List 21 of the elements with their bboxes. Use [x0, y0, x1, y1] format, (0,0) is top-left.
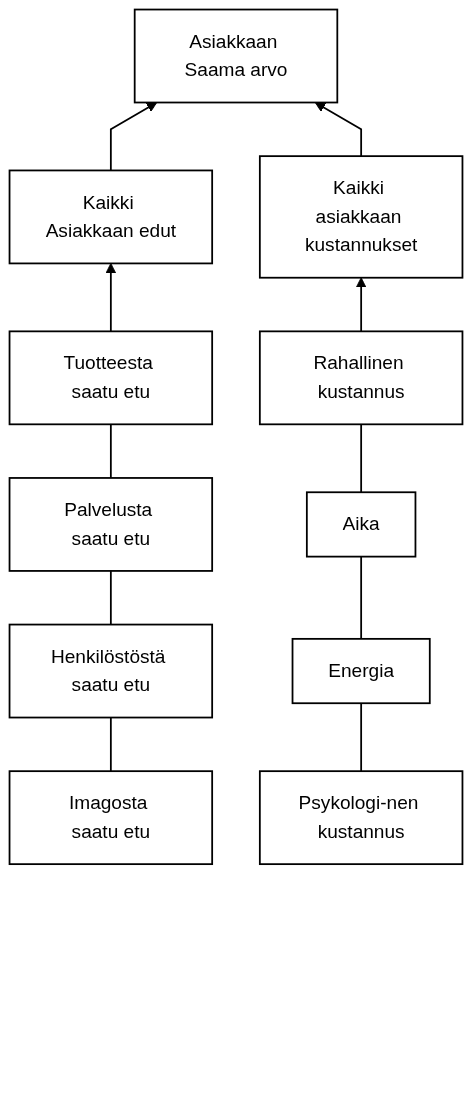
node-box: Tuotteesta saatu etu — [8, 330, 214, 426]
connector — [109, 570, 112, 626]
connector — [109, 423, 112, 479]
connector — [360, 555, 363, 640]
connector — [360, 702, 363, 773]
node-box: Henkilöstöstä saatu etu — [8, 623, 214, 719]
arrow — [109, 102, 158, 172]
node-box: Aika — [305, 491, 417, 558]
connector — [360, 423, 363, 494]
node-box: Palvelusta saatu etu — [8, 477, 214, 572]
node-box: Psykologi-nen kustannus — [258, 770, 464, 866]
arrow — [105, 262, 117, 333]
connector — [109, 716, 112, 773]
node-box: Asiakkaan Saama arvo — [133, 8, 339, 104]
node-box: Kaikki asiakkaan kustannukset — [258, 155, 464, 279]
node-box: Kaikki Asiakkaan edut — [8, 169, 214, 265]
arrow — [355, 277, 367, 333]
node-box: Energia — [291, 637, 431, 705]
node-box: Imagosta saatu etu — [8, 770, 214, 866]
node-box: Rahallinen kustannus — [258, 330, 464, 426]
arrow — [314, 102, 363, 158]
